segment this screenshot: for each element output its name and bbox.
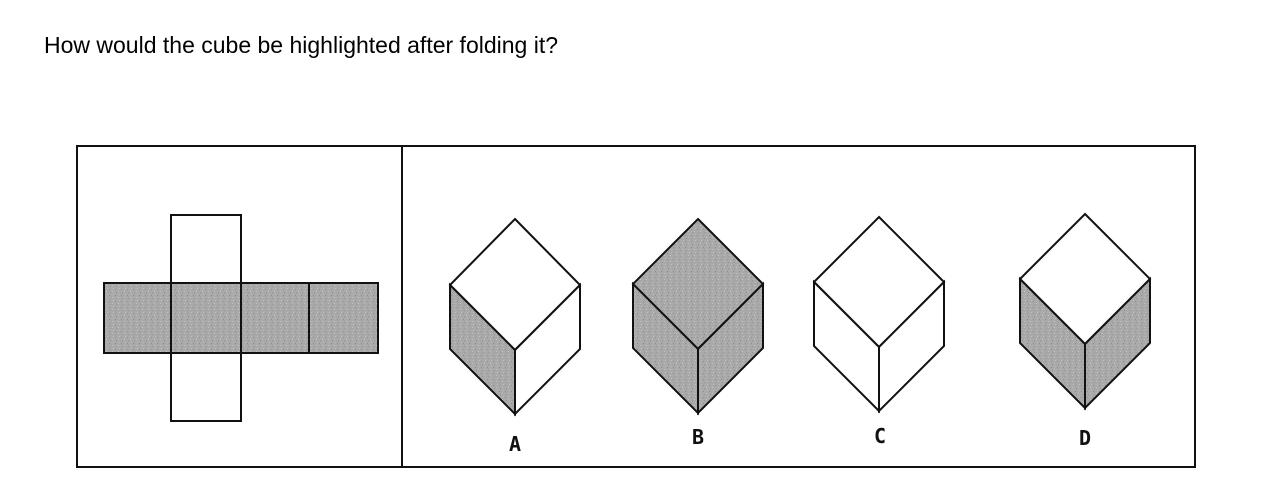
option-c-right-face xyxy=(878,279,945,414)
option-d-cube[interactable] xyxy=(1018,212,1152,411)
option-a-label: A xyxy=(509,432,521,456)
option-a-right-face xyxy=(514,282,581,417)
figure-frame xyxy=(76,145,1196,468)
question-text: How would the cube be highlighted after … xyxy=(44,32,559,58)
cube-net xyxy=(103,214,379,422)
option-c-cube[interactable] xyxy=(812,215,946,414)
option-c-label: C xyxy=(874,424,886,448)
option-b-label: B xyxy=(692,425,704,449)
option-d-right-face xyxy=(1084,276,1151,411)
option-d-label: D xyxy=(1079,426,1091,450)
option-a-cube[interactable] xyxy=(448,217,582,417)
option-b-cube[interactable] xyxy=(631,217,765,416)
net-bottom-square xyxy=(170,352,242,422)
net-top-square xyxy=(170,214,242,284)
option-b-right-face xyxy=(697,281,764,416)
